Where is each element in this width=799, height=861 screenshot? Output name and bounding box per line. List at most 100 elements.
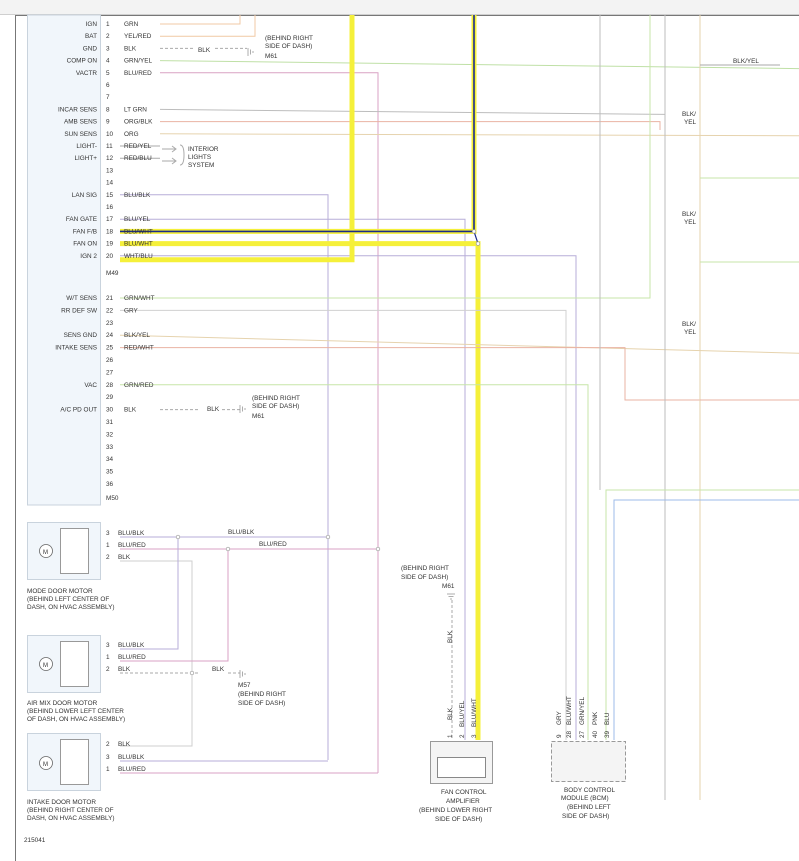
m49-pin-wire-10: ORG: [124, 131, 139, 138]
ground-m57-line1: (BEHIND RIGHT: [238, 691, 286, 698]
m50-pin-num-22: 22: [106, 307, 114, 314]
mode-motor-label-2: (BEHIND LEFT CENTER OF: [27, 596, 109, 603]
wire-ign2: [120, 255, 577, 740]
m50-pin-num-26: 26: [106, 357, 114, 364]
m49-pin-num-19: 19: [106, 241, 114, 248]
wire-airmix-blu-blk: [120, 537, 179, 650]
interior-lights-line3: SYSTEM: [188, 162, 214, 169]
intake-motor-pin-wire-1: BLK: [118, 741, 131, 748]
diagram-id: 215041: [24, 837, 46, 844]
wire-bat: [160, 15, 256, 37]
m50-pin-wire-30: BLK: [124, 407, 137, 414]
bcm-pin-wire-27: GRN/YEL: [579, 696, 586, 725]
m49-pin-wire-18: BLU/WHT: [124, 228, 153, 235]
interior-lights-arrows-icon: [162, 144, 185, 166]
mode-motor-pin-wire-1: BLU/BLK: [118, 530, 145, 537]
ground-m61-acpd-line2: SIDE OF DASH): [252, 403, 299, 410]
mode-motor-pin-num-1: 3: [106, 530, 110, 537]
diagram-frame: [15, 15, 799, 861]
browser-top-bar: [0, 0, 799, 15]
wire-vac: [120, 384, 589, 740]
wire-wt-sens: [120, 15, 651, 299]
wire-fan-gate: [120, 218, 466, 740]
m49-pin-num-13: 13: [106, 167, 114, 174]
airmix-motor-pin-wire-2: BLU/RED: [118, 654, 146, 661]
m50-pin-num-32: 32: [106, 431, 114, 438]
m49-pin-num-20: 20: [106, 253, 114, 260]
m50-pin-func-28: VAC: [84, 382, 97, 389]
wire-rr-def: [120, 309, 567, 740]
right-yel-label-b: YEL: [684, 219, 697, 226]
m49-pin-num-2: 2: [106, 33, 110, 40]
m49-pin-num-10: 10: [106, 131, 114, 138]
intake-motor-pin-num-2: 3: [106, 754, 110, 761]
mode-door-motor: M: [27, 522, 101, 580]
m49-pin-wire-17: BLU/YEL: [124, 216, 151, 223]
m49-pin-num-14: 14: [106, 180, 114, 187]
m49-pin-num-11: 11: [106, 143, 113, 150]
m49-pin-wire-4: GRN/YEL: [124, 58, 153, 65]
right-blk-label-c: BLK/: [682, 321, 696, 328]
m49-pin-num-12: 12: [106, 155, 114, 162]
ground-m57-line2: SIDE OF DASH): [238, 700, 285, 707]
airmix-motor-pin-num-1: 3: [106, 642, 110, 649]
airmix-motor-label-3: OF DASH, ON HVAC ASSEMBLY): [27, 716, 125, 723]
m49-pin-func-12: LIGHT+: [74, 155, 97, 162]
junction-dot: [475, 241, 481, 246]
intake-motor-pin-wire-2: BLU/BLK: [118, 754, 145, 761]
m49-pin-func-8: INCAR SENS: [58, 106, 97, 113]
m50-pin-func-30: A/C PD OUT: [60, 407, 97, 414]
m50-pin-num-33: 33: [106, 444, 114, 451]
bcm-pin-num-27: 27: [579, 730, 586, 738]
fan-control-amplifier: [430, 741, 493, 784]
junction-dot: [471, 229, 477, 234]
bcm-label-4: SIDE OF DASH): [562, 813, 609, 820]
intake-motor-label-1: INTAKE DOOR MOTOR: [27, 799, 96, 806]
m49-pin-func-10: SUN SENS: [64, 131, 97, 138]
mode-motor-pin-num-2: 1: [106, 542, 110, 549]
m49-pin-func-4: COMP ON: [67, 58, 98, 65]
acpd-blk-label: BLK: [207, 406, 220, 413]
ground-m61-acpd-icon: [239, 405, 246, 413]
bcm-label-1: BODY CONTROL: [564, 787, 615, 794]
interior-lights-line1: INTERIOR: [188, 146, 219, 153]
wire-ign: [160, 15, 241, 25]
m50-pin-num-25: 25: [106, 345, 114, 352]
fan-amp-label-4: SIDE OF DASH): [435, 816, 482, 823]
wire-sun: [159, 133, 799, 137]
wire-mode-blk: [120, 560, 193, 747]
ground-m61-top-id: M61: [265, 53, 278, 60]
wire-airmix-blu-red: [120, 549, 229, 662]
junction-dot: [375, 546, 381, 552]
m49-pin-wire-3: BLK: [124, 45, 137, 52]
fan-amp-pin-num-1: 1: [447, 734, 454, 738]
m49-pin-num-8: 8: [106, 106, 110, 113]
fan-amp-pin-wire-2: BLU/YEL: [459, 700, 466, 727]
m49-pin-num-9: 9: [106, 119, 110, 126]
svg-text:M: M: [43, 663, 48, 669]
intake-motor-label-2: (BEHIND RIGHT CENTER OF: [27, 807, 114, 814]
ground-m61-top-line1: (BEHIND RIGHT: [265, 35, 313, 42]
bcm-pin-num-28: 28: [566, 730, 573, 738]
m49-pin-func-9: AMB SENS: [64, 119, 97, 126]
m50-pin-num-24: 24: [106, 332, 114, 339]
m49-pin-wire-1: GRN: [124, 21, 139, 28]
mode-motor-pin-wire-2: BLU/RED: [118, 542, 146, 549]
air-mix-door-motor: M: [27, 635, 101, 693]
airmix-motor-pin-wire-1: BLU/BLK: [118, 642, 145, 649]
connector-m50-id: M50: [106, 495, 119, 502]
m50-pin-num-31: 31: [106, 419, 114, 426]
m49-pin-num-15: 15: [106, 192, 114, 199]
wire-bcm-gy: [605, 489, 799, 740]
m50-pin-num-21: 21: [106, 295, 114, 302]
ground-m61-acpd-id: M61: [252, 413, 265, 420]
m49-pin-func-11: LIGHT-: [76, 143, 97, 150]
mode-motor-label-3: DASH, ON HVAC ASSEMBLY): [27, 604, 114, 611]
mode-motor-pin-wire-3: BLK: [118, 554, 131, 561]
m50-pin-num-29: 29: [106, 394, 114, 401]
m49-pin-func-20: IGN 2: [80, 253, 97, 260]
m50-pin-wire-28: GRN/RED: [124, 382, 154, 389]
m50-pin-num-35: 35: [106, 469, 114, 476]
right-blk-yel-label: BLK/YEL: [733, 58, 759, 65]
